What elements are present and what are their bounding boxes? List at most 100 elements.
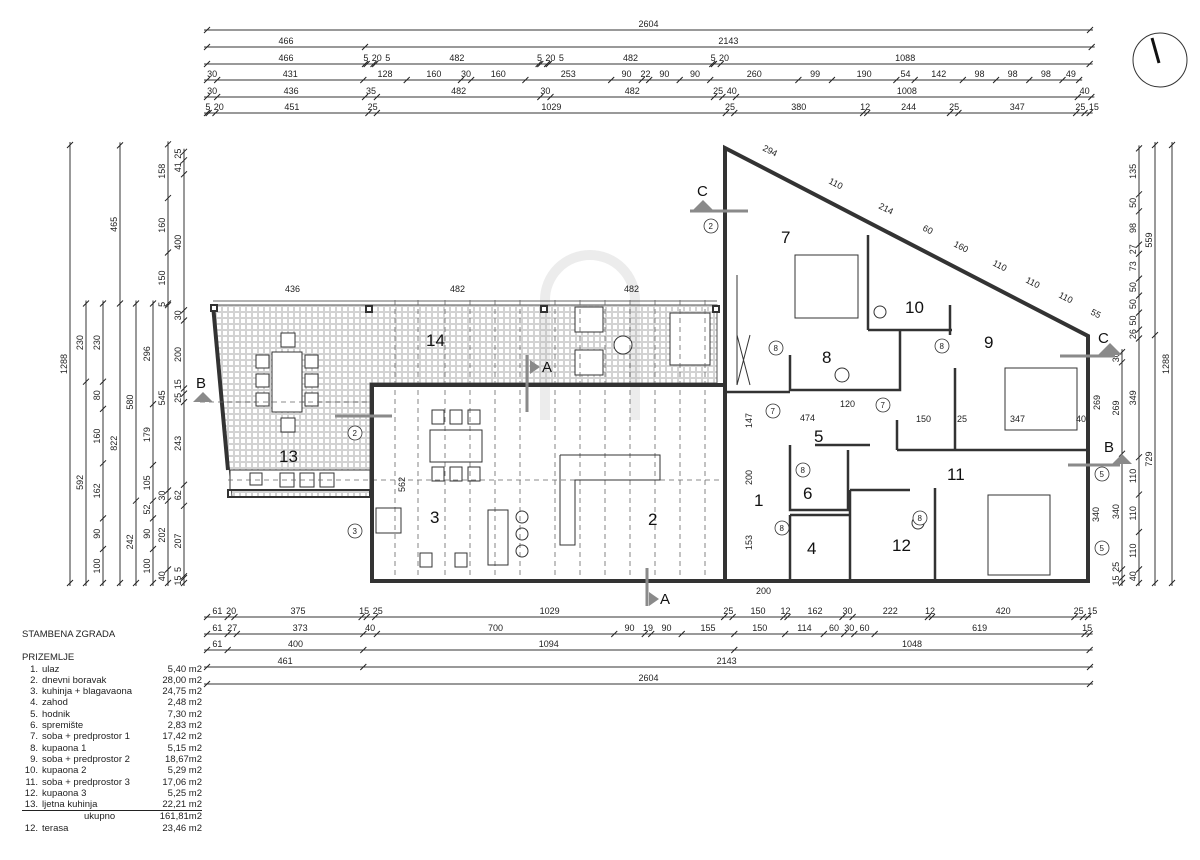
dimension-tick <box>1135 579 1143 587</box>
legend-item-area: 28,00 m2 <box>162 674 202 686</box>
dimension-label: 27 <box>227 623 237 633</box>
dimension-tick <box>1151 141 1159 149</box>
terrace-wall <box>211 304 230 471</box>
dimension-tick <box>1135 309 1143 317</box>
right-dimension-chains: 1525340269304011011011034926505050732798… <box>1111 141 1176 587</box>
dimension-label: 466 <box>278 53 293 63</box>
dimension-tick <box>1135 207 1143 215</box>
dimension-label: 12 <box>780 606 790 616</box>
dimension-label: 30 <box>540 86 550 96</box>
dimension-label: 5 <box>363 53 368 63</box>
legend-item-num: 2. <box>30 674 38 686</box>
dimension-label: 30 <box>207 86 217 96</box>
dimension-tick <box>839 613 846 621</box>
dimension-tick <box>706 76 714 84</box>
dimension-tick <box>1086 60 1094 68</box>
dimension-tick <box>203 60 211 68</box>
interior-walls <box>723 235 1088 581</box>
dimension-label: 40 <box>727 86 737 96</box>
dimension-tick <box>203 109 211 117</box>
dimension-label: 150 <box>157 270 167 285</box>
dimension-label: 244 <box>901 102 916 112</box>
dimension-tick <box>99 459 107 467</box>
dimension-tick <box>795 76 802 84</box>
dimension-tick <box>1081 109 1088 117</box>
dimension-tick <box>149 497 157 505</box>
svg-text:A: A <box>660 591 670 608</box>
dimension-label: 592 <box>75 475 85 490</box>
dimension-tick <box>457 76 465 84</box>
dimension-label: 2143 <box>718 36 738 46</box>
dimension-label: 90 <box>621 69 631 79</box>
section-marker-c-left: C <box>690 183 748 213</box>
dimension-tick <box>1168 579 1176 587</box>
dimension-label: 30 <box>1111 352 1121 362</box>
legend-item-num: 13. <box>24 799 38 811</box>
dimension-tick <box>1135 491 1143 498</box>
dimension-label: 162 <box>807 606 822 616</box>
dimension-label: 2143 <box>717 656 737 666</box>
dimension-label: 380 <box>791 102 806 112</box>
dimension-tick <box>1135 528 1143 536</box>
dimension-tick <box>522 76 529 84</box>
legend-item-name: ulaz <box>42 663 60 675</box>
dimension-label: 160 <box>426 69 441 79</box>
svg-text:2: 2 <box>353 429 358 438</box>
dimension-tick <box>99 405 107 413</box>
dimension-tick <box>66 141 74 149</box>
dimension-tick <box>164 301 172 309</box>
room-8-label: 8 <box>822 348 831 367</box>
door-tag: 8 <box>774 520 790 536</box>
dimension-tick <box>1079 613 1087 621</box>
legend-item-name: soba + predprostor 1 <box>42 731 130 743</box>
dimension-tick <box>467 76 475 84</box>
plan-dim: 340 <box>1091 507 1101 522</box>
svg-text:5: 5 <box>1100 544 1105 553</box>
dimension-tick <box>730 646 738 654</box>
dimension-tick <box>536 93 544 101</box>
dimension-tick <box>676 76 684 84</box>
dimension-label: 559 <box>1144 233 1154 248</box>
dimension-label: 25 <box>949 102 959 112</box>
dimension-tick <box>359 663 367 671</box>
dimension-label: 12 <box>925 606 935 616</box>
dimension-label: 62 <box>173 490 183 500</box>
dining-table <box>429 429 483 463</box>
section-marker-b-right: B <box>1068 439 1132 467</box>
dimension-label: 98 <box>1128 223 1138 233</box>
dimension-tick <box>1025 76 1033 84</box>
dimension-tick <box>1118 450 1126 458</box>
dimension-label: 35 <box>366 86 376 96</box>
dimension-label: 73 <box>1128 261 1138 271</box>
dimension-tick <box>361 60 369 68</box>
dimension-label: 49 <box>1066 69 1076 79</box>
dimension-label: 100 <box>92 558 102 573</box>
dimension-tick <box>647 630 655 638</box>
dimension-tick <box>547 93 554 101</box>
dimension-tick <box>203 613 211 621</box>
dimension-tick <box>1074 93 1082 101</box>
dimension-label: 5 <box>537 53 542 63</box>
dimension-label: 19 <box>643 623 653 633</box>
legend-item-num: 9. <box>30 753 38 765</box>
dimension-label: 160 <box>157 218 167 233</box>
dimension-label: 2604 <box>638 19 658 29</box>
dimension-tick <box>361 43 369 51</box>
dimension-tick <box>1086 26 1094 34</box>
legend-item-area: 5,25 m2 <box>167 787 202 799</box>
dimension-label: 90 <box>661 623 671 633</box>
dimension-tick <box>203 646 211 654</box>
dimension-tick <box>1168 141 1176 149</box>
door-tag: 8 <box>795 462 811 478</box>
dimension-label: 40 <box>1128 571 1138 581</box>
legend-item-name: kupaona 2 <box>42 765 87 777</box>
svg-text:8: 8 <box>940 342 945 351</box>
plan-dim: 562 <box>397 477 407 492</box>
plan-dim: 474 <box>800 413 815 423</box>
legend-total-area: 161,81m2 <box>159 811 202 823</box>
